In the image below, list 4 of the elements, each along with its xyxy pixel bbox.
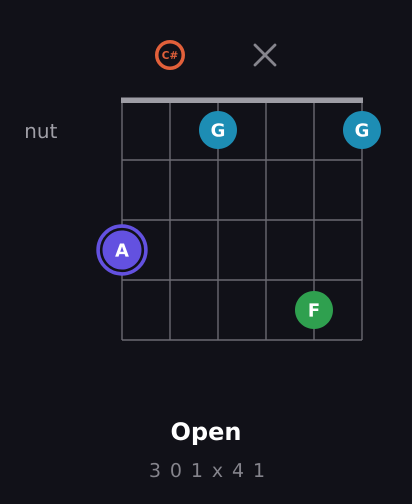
nut-label: nut bbox=[26, 124, 57, 138]
fingering-caption: 3 0 1 x 4 1 bbox=[150, 462, 264, 478]
open-string-ring: C# bbox=[155, 40, 185, 70]
chord-title: Open bbox=[172, 422, 240, 445]
